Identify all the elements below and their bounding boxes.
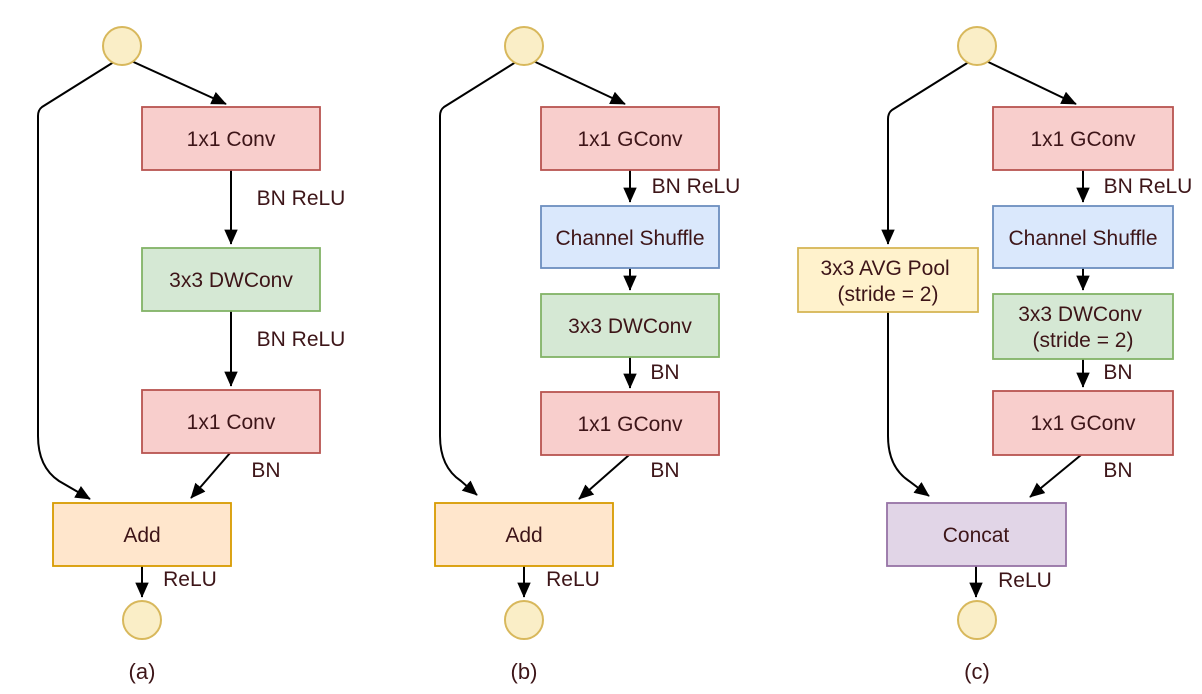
dwconv-label-c: 3x3 DWConv (stride = 2) bbox=[1018, 303, 1148, 352]
channel-shuffle-box-c bbox=[992, 205, 1174, 269]
conv1x1-box-a-2 bbox=[141, 389, 321, 454]
edge-label-bn-c-2: BN bbox=[1103, 459, 1132, 482]
avgpool-label-c: 3x3 AVG Pool (stride = 2) bbox=[820, 257, 955, 306]
avgpool-label-line1: 3x3 AVG Pool bbox=[820, 257, 949, 280]
panel-caption-b: (b) bbox=[511, 659, 538, 684]
edge-label-bn-b-1: BN bbox=[650, 361, 679, 384]
channel-shuffle-label-c: Channel Shuffle bbox=[1008, 227, 1157, 250]
panel-b: 1x1 GConv Channel Shuffle 3x3 DWConv 1x1… bbox=[434, 26, 741, 684]
edge-label-bn-relu-a-2: BN ReLU bbox=[257, 328, 346, 351]
edge-input-to-avgpool-c bbox=[881, 59, 973, 245]
conv1x1-label-a-2: 1x1 Conv bbox=[187, 411, 276, 434]
add-label-b: Add bbox=[505, 524, 542, 547]
input-node-a bbox=[102, 26, 142, 66]
gconv-label-c-1: 1x1 GConv bbox=[1030, 128, 1136, 151]
edge-label-relu-a: ReLU bbox=[163, 568, 217, 591]
panel-a: 1x1 Conv 3x3 DWConv 1x1 Conv Add BN ReLU… bbox=[37, 26, 346, 684]
gconv-label-b-1: 1x1 GConv bbox=[577, 128, 683, 151]
output-node-a bbox=[122, 600, 162, 640]
avgpool-box-c bbox=[797, 247, 979, 313]
dwconv-box-b bbox=[540, 293, 720, 358]
edge-conv2-to-add-a bbox=[190, 452, 231, 499]
edge-gconv2-to-add-b bbox=[578, 454, 630, 500]
gconv-box-c-2 bbox=[992, 390, 1174, 456]
edge-label-bn-relu-b: BN ReLU bbox=[652, 175, 741, 198]
edge-label-bn-b-2: BN bbox=[650, 459, 679, 482]
input-node-c bbox=[957, 26, 997, 66]
conv1x1-box-a-1 bbox=[141, 106, 321, 171]
gconv-box-b-1 bbox=[540, 106, 720, 171]
edge-label-bn-c-1: BN bbox=[1103, 361, 1132, 384]
panel-caption-a: (a) bbox=[129, 659, 156, 684]
dwconv-box-a bbox=[141, 247, 321, 312]
dwconv-label-line2: (stride = 2) bbox=[1033, 329, 1134, 352]
edge-label-bn-relu-a-1: BN ReLU bbox=[257, 187, 346, 210]
edge-gconv2-to-concat-c bbox=[1029, 454, 1082, 498]
conv1x1-label-a-1: 1x1 Conv bbox=[187, 128, 276, 151]
output-node-b bbox=[504, 600, 544, 640]
concat-label-c: Concat bbox=[943, 524, 1010, 547]
add-box-a bbox=[52, 502, 232, 567]
output-node-c bbox=[957, 600, 997, 640]
edge-label-bn-a: BN bbox=[251, 459, 280, 482]
gconv-label-b-2: 1x1 GConv bbox=[577, 413, 683, 436]
edge-input-to-gconv1-b bbox=[528, 58, 626, 105]
gconv-box-c-1 bbox=[992, 106, 1174, 171]
gconv-label-c-2: 1x1 GConv bbox=[1030, 412, 1136, 435]
edge-input-to-gconv1-c bbox=[981, 58, 1077, 105]
dwconv-label-a: 3x3 DWConv bbox=[169, 269, 293, 292]
edge-skip-connection-b bbox=[439, 59, 520, 496]
channel-shuffle-box-b bbox=[540, 205, 720, 269]
concat-box-c bbox=[886, 502, 1067, 567]
edge-skip-connection-a bbox=[37, 59, 118, 500]
dwconv-label-line1: 3x3 DWConv bbox=[1018, 303, 1142, 326]
edge-label-relu-b: ReLU bbox=[546, 568, 600, 591]
panel-c: 3x3 AVG Pool (stride = 2) 1x1 GConv Chan… bbox=[797, 26, 1193, 684]
input-node-b bbox=[504, 26, 544, 66]
channel-shuffle-label-b: Channel Shuffle bbox=[555, 227, 704, 250]
edge-label-relu-c: ReLU bbox=[998, 569, 1052, 592]
add-label-a: Add bbox=[123, 524, 160, 547]
add-box-b bbox=[434, 502, 614, 567]
avgpool-label-line2: (stride = 2) bbox=[838, 283, 939, 306]
panel-caption-c: (c) bbox=[964, 659, 990, 684]
gconv-box-b-2 bbox=[540, 391, 720, 456]
edge-label-bn-relu-c: BN ReLU bbox=[1104, 175, 1193, 198]
edge-avgpool-to-concat-c bbox=[887, 312, 930, 497]
dwconv-label-b: 3x3 DWConv bbox=[568, 315, 692, 338]
edge-input-to-conv1-a bbox=[126, 58, 227, 105]
dwconv-box-c bbox=[992, 293, 1174, 360]
